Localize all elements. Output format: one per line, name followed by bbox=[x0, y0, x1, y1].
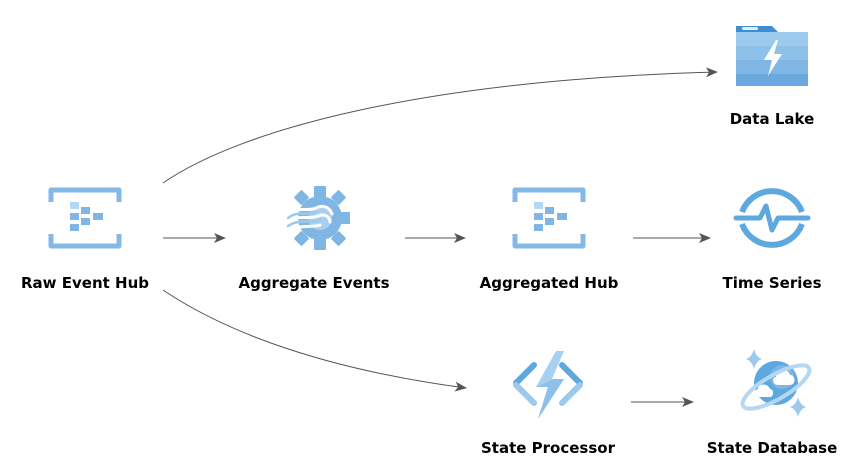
cosmos-db-icon bbox=[732, 345, 812, 425]
event-hub-icon bbox=[45, 178, 125, 258]
node-label: Raw Event Hub bbox=[21, 274, 149, 292]
data-lake-icon bbox=[732, 18, 812, 98]
node-label: Data Lake bbox=[729, 110, 815, 128]
node-label: State Processor bbox=[481, 439, 615, 457]
function-icon bbox=[508, 345, 588, 425]
edge-raw-to-proc bbox=[162, 289, 467, 392]
node-label: Time Series bbox=[722, 274, 822, 292]
time-series-icon bbox=[732, 178, 812, 258]
event-hub-icon bbox=[509, 178, 589, 258]
node-label: Aggregated Hub bbox=[479, 274, 619, 292]
node-label: State Database bbox=[706, 439, 838, 457]
edge-raw-to-lake bbox=[162, 67, 718, 184]
node-label: Aggregate Events bbox=[238, 274, 390, 292]
stream-analytics-icon bbox=[274, 178, 354, 258]
